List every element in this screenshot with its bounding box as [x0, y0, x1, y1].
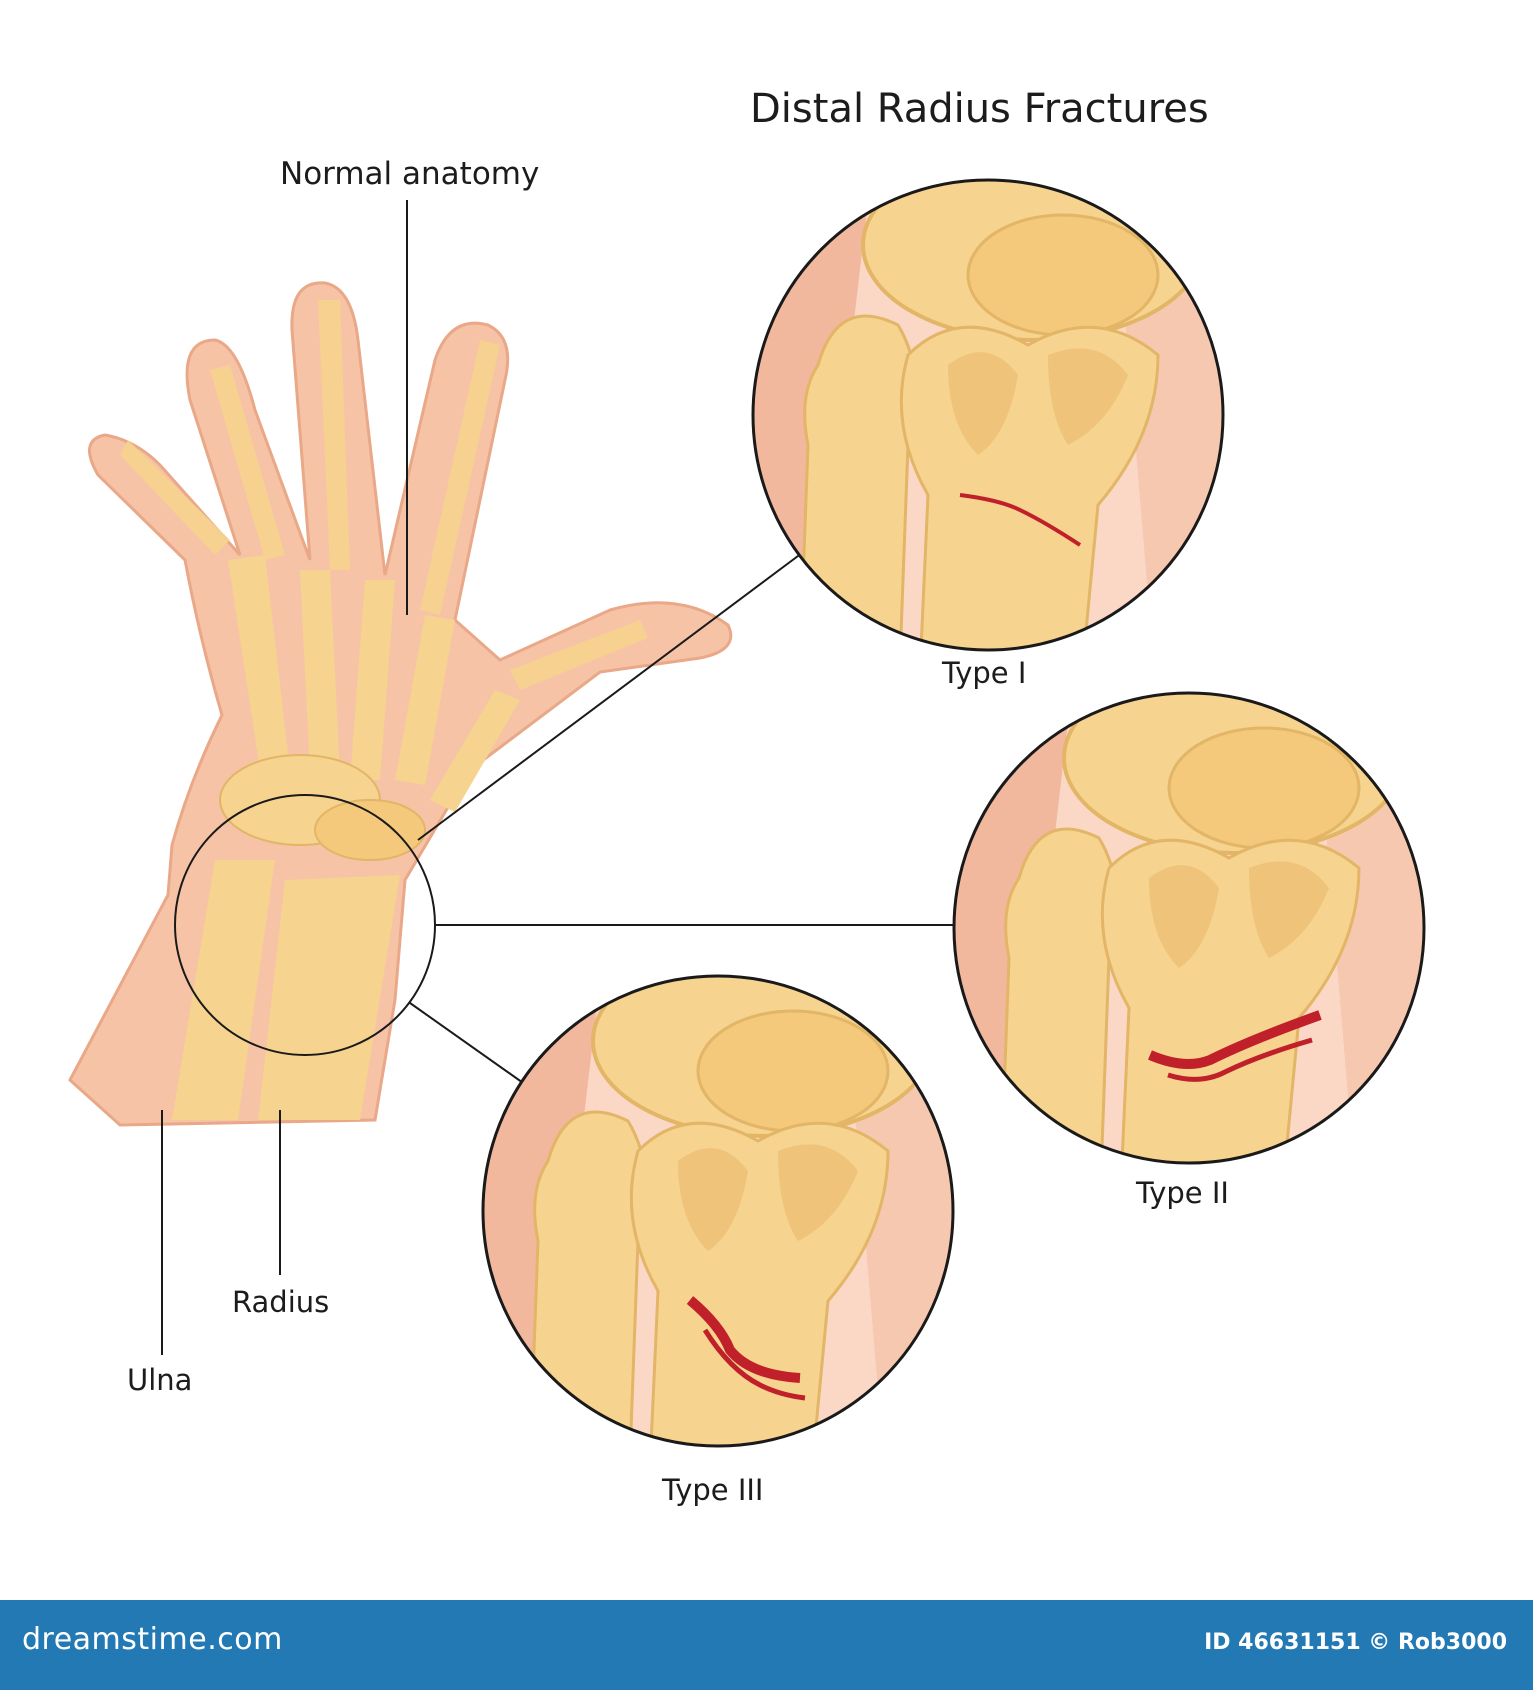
brand-logo-text[interactable]: dreamstime.com: [22, 1622, 283, 1657]
illustration: Distal Radius Fractures Normal anatomy T…: [68, 86, 1426, 1507]
footer-bar: dreamstime.com ID 46631151 © Rob3000: [0, 1600, 1533, 1690]
stock-id-credit: ID 46631151 © Rob3000: [1204, 1630, 1507, 1655]
label-radius: Radius: [232, 1285, 330, 1319]
type-2-fracture-line: [1148, 1010, 1322, 1069]
leader-type-1: [417, 552, 803, 841]
type-2-zoom-circle: [952, 691, 1426, 1165]
type-1-fracture-line: [959, 493, 1082, 547]
leader-type-3: [409, 1002, 527, 1086]
wrist-focus-circle: [174, 794, 436, 1056]
label-type-3: Type III: [662, 1473, 764, 1507]
hand-illustration: [68, 281, 733, 1127]
diagram-title: Distal Radius Fractures: [750, 86, 1209, 132]
label-ulna: Ulna: [127, 1363, 193, 1397]
diagram-svg: [68, 178, 1426, 1448]
leader-lines: [161, 200, 954, 1355]
type-3-fracture-line: [686, 1296, 801, 1383]
label-type-2: Type II: [1136, 1176, 1229, 1210]
type-3-zoom-circle: [481, 974, 955, 1448]
label-type-1: Type I: [942, 656, 1027, 690]
type-1-zoom-circle: [751, 178, 1225, 652]
label-normal-anatomy: Normal anatomy: [280, 156, 540, 192]
